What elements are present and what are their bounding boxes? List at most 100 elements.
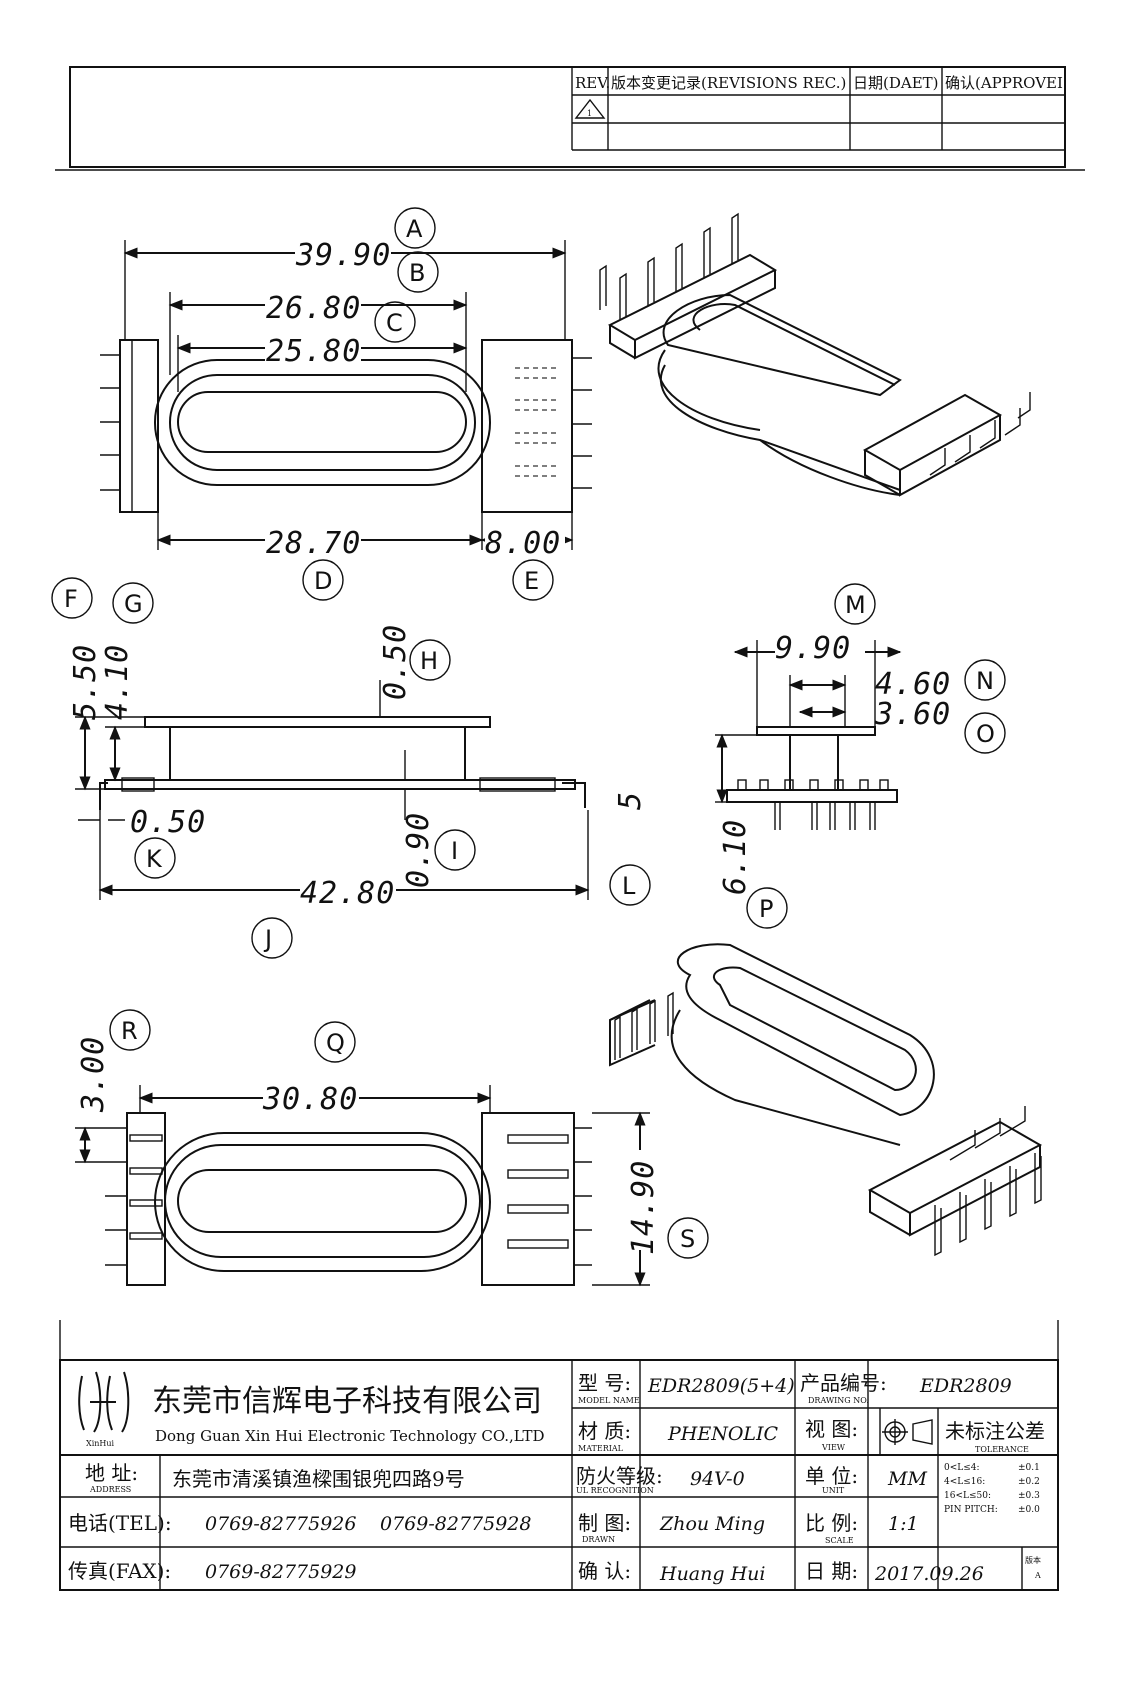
version-label: 版本 (1025, 1555, 1041, 1565)
tolerance-table: 0<L≤4: ±0.1 4<L≤16: ±0.2 16<L≤50: ±0.3 P… (944, 1463, 1040, 1515)
callout-H: H (420, 647, 438, 675)
drawing-no-label-en: DRAWING NO. (808, 1396, 869, 1405)
callout-L: L (622, 872, 636, 900)
tolerance-range: 4<L≤16: (944, 1477, 985, 1487)
address-label-en: ADDRESS (89, 1485, 131, 1494)
tolerance-label-en: TOLERANCE (975, 1445, 1029, 1454)
confirm-value: Huang Hui (659, 1563, 765, 1585)
drawing-no-label: 产品编号: (800, 1371, 887, 1395)
dim-F: 5.50 (68, 644, 103, 720)
fax-label: 传真(FAX): (68, 1559, 171, 1583)
drawn-value: Zhou Ming (659, 1513, 765, 1535)
unit-value: MM (887, 1468, 927, 1490)
tolerance-value: ±0.3 (1018, 1491, 1040, 1501)
bottom-view: 30.80 3.00 14.90 Q R S (75, 1009, 709, 1287)
date-header: 日期(DAET) (853, 74, 939, 92)
tolerance-range: PIN PITCH: (944, 1505, 998, 1515)
fax-value: 0769-82775929 (205, 1561, 356, 1583)
projection-symbol-icon (882, 1419, 933, 1445)
isometric-view-1 (599, 212, 1031, 497)
dim-C: 25.80 (266, 334, 361, 369)
date-label: 日 期: (805, 1559, 858, 1583)
top-view: 39.90 26.80 25.80 28.70 8.00 A B C D E (100, 207, 592, 601)
dim-J: 42.80 (300, 876, 395, 911)
dim-A: 39.90 (295, 238, 391, 273)
callout-C: C (386, 309, 403, 337)
dim-N: 4.60 (875, 667, 951, 702)
confirm-label: 确 认: (578, 1559, 631, 1583)
tolerance-value: ±0.1 (1018, 1463, 1040, 1473)
dim-H: 0.50 (378, 624, 413, 700)
model-label-en: MODEL NAME (578, 1396, 640, 1405)
company-logo: XinHui (78, 1371, 130, 1448)
model-value: EDR2809(5+4) (647, 1375, 795, 1397)
dim-M: 9.90 (775, 631, 851, 666)
callout-M: M (845, 591, 866, 619)
date-value: 2017.09.26 (874, 1563, 984, 1585)
callout-Q: Q (326, 1029, 345, 1057)
scale-label-en: SCALE (825, 1536, 854, 1545)
view-label-en: VIEW (821, 1443, 846, 1452)
fire-rating-value: 94V-0 (690, 1468, 745, 1490)
tel-value-1: 0769-82775926 (205, 1513, 356, 1535)
fire-rating-label: 防火等级: (576, 1464, 663, 1488)
callout-D: D (314, 567, 332, 595)
material-value: PHENOLIC (667, 1423, 779, 1445)
company-name-cn: 东莞市信辉电子科技有限公司 (152, 1384, 542, 1419)
tolerance-label: 未标注公差 (945, 1419, 1045, 1443)
rev-header: REV. (575, 74, 610, 92)
revisions-header: 版本变更记录(REVISIONS REC.) (611, 74, 846, 92)
callout-A: A (406, 215, 423, 243)
callout-P: P (759, 895, 773, 923)
address-label: 地 址: (85, 1461, 138, 1485)
drawing-no-value: EDR2809 (919, 1375, 1012, 1397)
dim-S: 14.90 (626, 1160, 661, 1255)
dim-R: 3.00 (76, 1036, 111, 1113)
callout-B: B (409, 259, 425, 287)
isometric-view-2 (609, 943, 1043, 1257)
tolerance-value: ±0.2 (1018, 1477, 1040, 1487)
dim-O: 3.60 (874, 697, 951, 732)
model-label: 型 号: (578, 1371, 631, 1395)
scale-value: 1:1 (888, 1513, 919, 1535)
tolerance-value: ±0.0 (1018, 1505, 1040, 1515)
dim-E: 8.00 (485, 526, 561, 561)
dim-I: 0.90 (401, 812, 436, 888)
material-label-en: MATERIAL (578, 1444, 624, 1453)
callout-I: I (451, 837, 458, 865)
callout-R: R (121, 1017, 138, 1045)
version-value: A (1034, 1571, 1041, 1580)
logo-text: XinHui (86, 1439, 115, 1448)
revision-triangle-icon: 1 (574, 98, 606, 119)
end-view: 9.90 4.60 3.60 6.10 M N O P (715, 583, 1006, 929)
side-view: 5.50 4.10 0.50 0.90 5 0.50 42.80 F G H I… (51, 577, 651, 959)
tolerance-range: 0<L≤4: (944, 1463, 980, 1473)
fire-rating-label-en: UL RECOGNITION (576, 1486, 654, 1495)
tel-label: 电话(TEL): (68, 1511, 172, 1535)
drawn-label: 制 图: (578, 1511, 631, 1535)
material-label: 材 质: (578, 1419, 631, 1443)
title-block: XinHui 东莞市信辉电子科技有限公司 Dong Guan Xin Hui E… (59, 1320, 1059, 1591)
address-value: 东莞市清溪镇渔樑围银兜四路9号 (172, 1467, 465, 1491)
callout-O: O (976, 720, 995, 748)
company-name-en: Dong Guan Xin Hui Electronic Technology … (155, 1427, 545, 1445)
dim-L: 5 (613, 791, 648, 810)
revision-table: REV. 版本变更记录(REVISIONS REC.) 日期(DAET) 确认(… (55, 66, 1085, 171)
dim-D: 28.70 (266, 526, 361, 561)
scale-label: 比 例: (805, 1511, 858, 1535)
drawn-label-en: DRAWN (582, 1535, 615, 1544)
callout-J: J (263, 925, 272, 953)
callout-S: S (680, 1225, 695, 1253)
callout-F: F (64, 585, 78, 613)
tolerance-range: 16<L≤50: (944, 1491, 991, 1501)
unit-label: 单 位: (805, 1464, 858, 1488)
dim-B: 26.80 (266, 291, 361, 326)
dim-Q: 30.80 (262, 1082, 358, 1117)
revision-number: 1 (587, 109, 592, 118)
view-label: 视 图: (805, 1417, 858, 1441)
approve-header: 确认(APPROVEI (945, 74, 1063, 92)
callout-K: K (146, 845, 163, 873)
tel-value-2: 0769-82775928 (380, 1513, 531, 1535)
callout-G: G (124, 590, 143, 618)
